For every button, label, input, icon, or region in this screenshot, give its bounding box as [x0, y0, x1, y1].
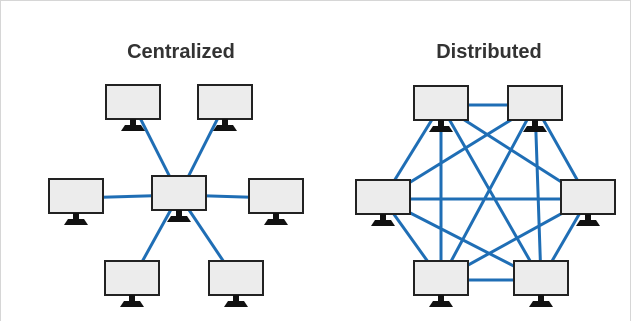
distributed-computer-right-icon	[560, 179, 616, 226]
centralized-computer-left-icon	[48, 178, 104, 225]
distributed-computer-top-right-icon	[507, 85, 563, 132]
centralized-computer-top-left-icon	[105, 84, 161, 131]
centralized-computer-right-icon	[248, 178, 304, 225]
distributed-network	[355, 85, 616, 307]
distributed-title: Distributed	[436, 41, 542, 63]
distributed-link-top-left-bottom-right	[439, 103, 543, 282]
distributed-computer-bottom-left-icon	[413, 260, 469, 307]
centralized-network	[48, 84, 304, 307]
distributed-computer-left-icon	[355, 179, 411, 226]
centralized-computer-top-right-icon	[197, 84, 253, 131]
centralized-computer-bottom-right-icon	[208, 260, 264, 307]
distributed-computer-bottom-right-icon	[513, 260, 569, 307]
centralized-computer-bottom-left-icon	[104, 260, 160, 307]
centralized-title: Centralized	[127, 41, 235, 63]
distributed-computer-top-left-icon	[413, 85, 469, 132]
centralized-computer-center-icon	[151, 175, 207, 222]
distributed-link-top-right-bottom-left	[439, 103, 537, 282]
distributed-link-top-right-bottom-right	[533, 103, 543, 282]
